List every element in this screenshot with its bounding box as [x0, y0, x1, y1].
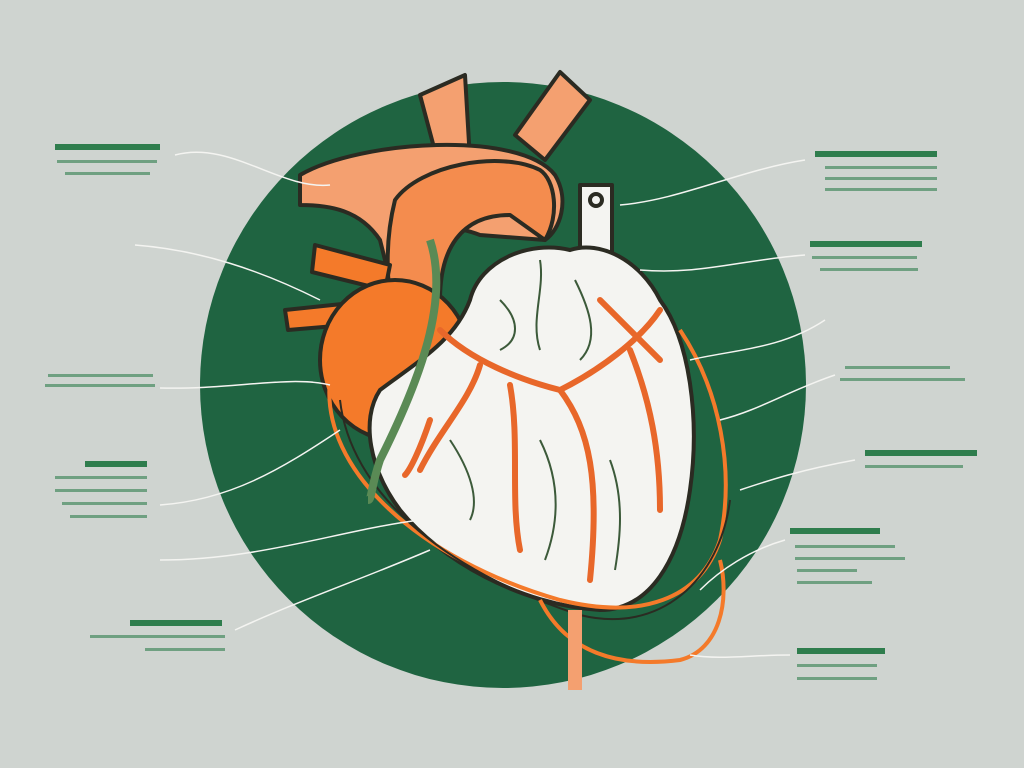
label-left-3 — [55, 461, 147, 518]
coronary-arteries — [402, 297, 663, 583]
leader-lines — [134, 151, 856, 658]
label-right-1 — [815, 151, 937, 191]
label-right-5 — [790, 528, 905, 584]
label-blocks — [45, 144, 977, 680]
label-left-2 — [45, 374, 155, 387]
label-right-2 — [810, 241, 922, 271]
label-right-4 — [865, 450, 977, 468]
label-left-4 — [90, 620, 225, 651]
outer-vessels — [327, 238, 731, 690]
label-left-1 — [55, 144, 160, 175]
veins — [449, 259, 621, 571]
label-right-6 — [797, 648, 885, 680]
label-right-3 — [840, 366, 965, 381]
